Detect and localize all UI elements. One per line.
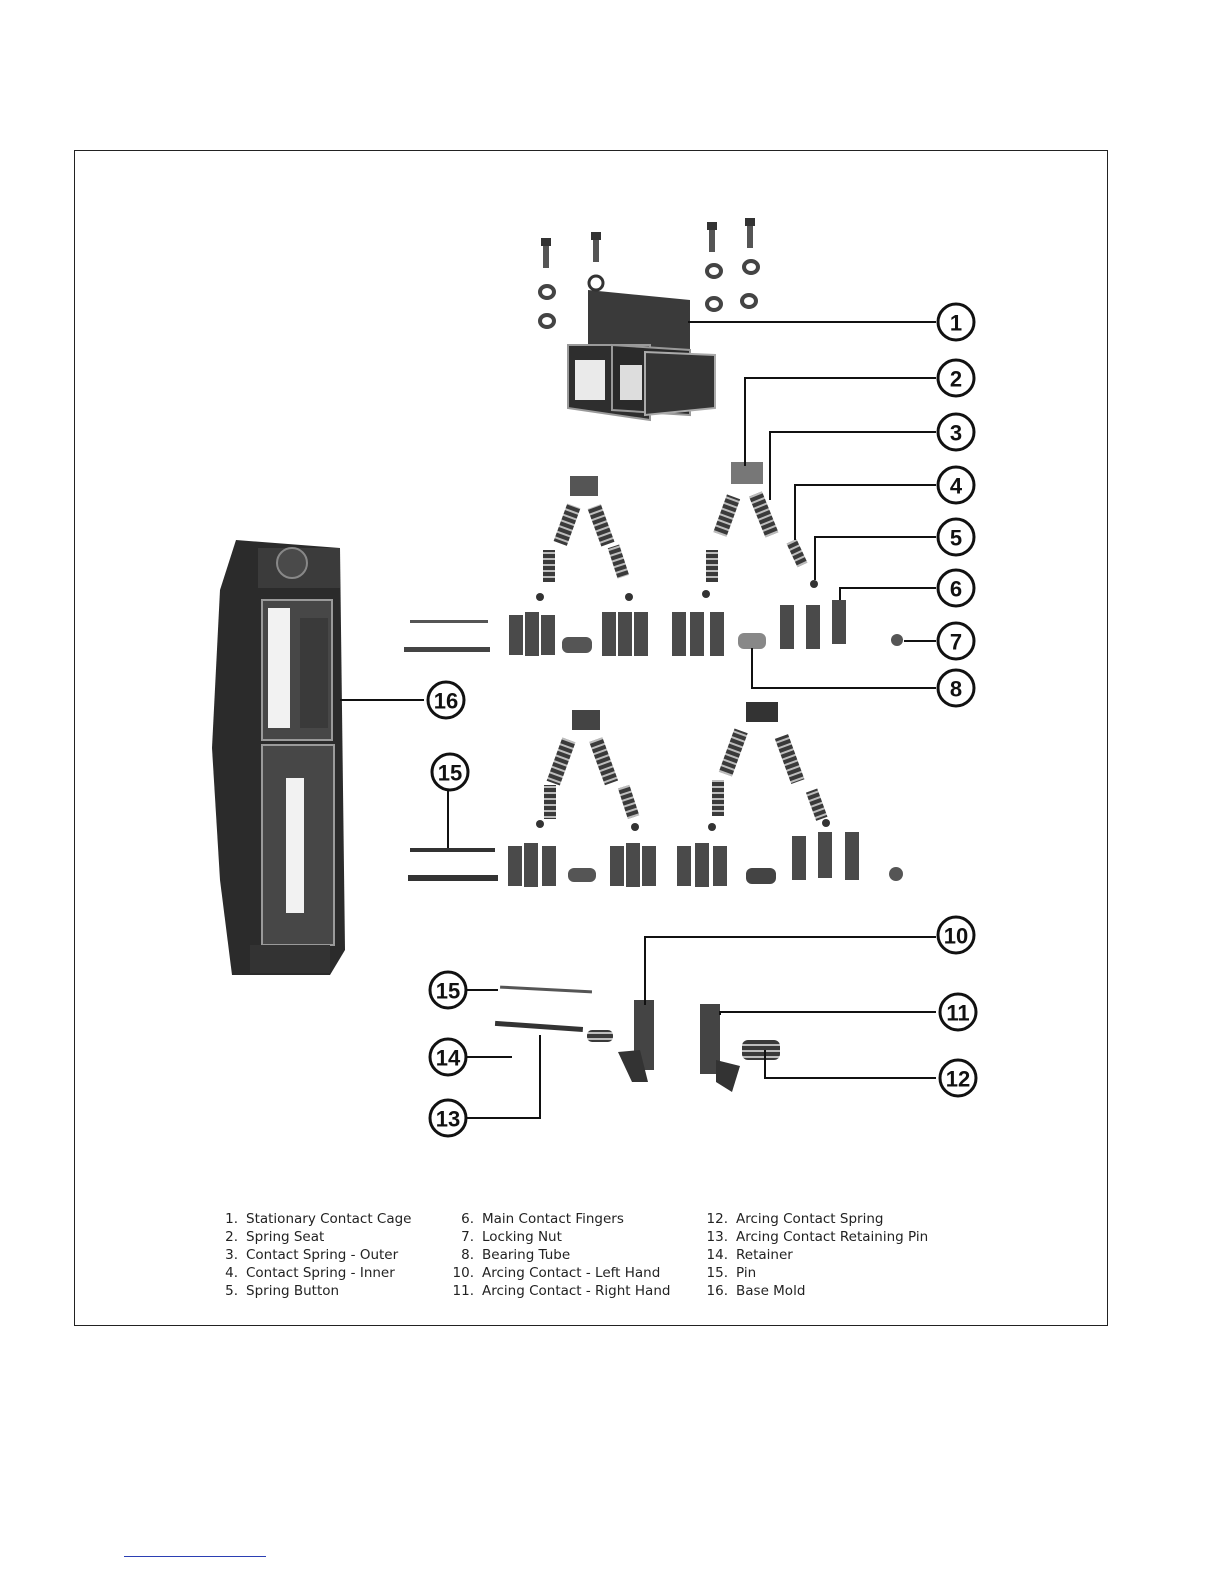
arcing-contact-assembly [494,985,780,1092]
lower-contact-assembly [408,702,903,887]
upper-contact-assembly [404,462,903,656]
legend-column-1: 1.Stationary Contact Cage 2.Spring Seat … [224,1210,412,1300]
stationary-contact-cage [567,274,716,422]
leader-lines [340,321,936,1119]
legend-item: 3.Contact Spring - Outer [225,1247,399,1263]
legend-item: 6.Main Contact Fingers [461,1211,624,1227]
legend-column-3: 12.Arcing Contact Spring 13.Arcing Conta… [706,1210,929,1300]
callout-7: 7 [950,630,962,655]
callout-6: 6 [950,577,962,602]
callout-10: 10 [944,924,968,949]
callout-1: 1 [950,311,962,336]
callout-11: 11 [946,1001,969,1026]
washers [538,259,760,329]
legend-item: 5.Spring Button [225,1283,340,1299]
callout-15-lower: 15 [436,979,460,1004]
callout-3: 3 [950,421,962,446]
callout-12: 12 [946,1067,970,1092]
legend-item: 13.Arcing Contact Retaining Pin [706,1229,929,1245]
legend-item: 4.Contact Spring - Inner [225,1265,395,1281]
legend-item: 1.Stationary Contact Cage [225,1211,412,1227]
callout-4: 4 [950,474,963,499]
callout-5: 5 [950,526,962,551]
legend-item: 2.Spring Seat [225,1229,325,1245]
legend-item: 11.Arcing Contact - Right Hand [452,1283,671,1299]
legend-item: 12.Arcing Contact Spring [706,1211,884,1227]
legend-item: 10.Arcing Contact - Left Hand [452,1265,661,1281]
legend-item: 8.Bearing Tube [461,1247,571,1263]
footer-rule [124,1556,266,1557]
mounting-bolts [541,218,755,268]
callout-13: 13 [436,1107,460,1132]
callout-circles [426,302,978,1138]
callout-15-upper: 15 [438,761,462,786]
legend-item: 15.Pin [706,1265,757,1281]
callout-14: 14 [436,1046,461,1071]
legend-column-2: 6.Main Contact Fingers 7.Locking Nut 8.B… [452,1210,671,1300]
legend-item: 7.Locking Nut [461,1229,562,1245]
callout-8: 8 [950,677,962,702]
legend-item: 16.Base Mold [706,1283,806,1299]
callout-2: 2 [950,367,962,392]
base-mold [212,540,345,975]
figure-frame [74,150,1108,1326]
legend-item: 14.Retainer [706,1247,793,1263]
callout-16: 16 [434,689,458,714]
parts-legend: 1.Stationary Contact Cage 2.Spring Seat … [224,1210,984,1305]
